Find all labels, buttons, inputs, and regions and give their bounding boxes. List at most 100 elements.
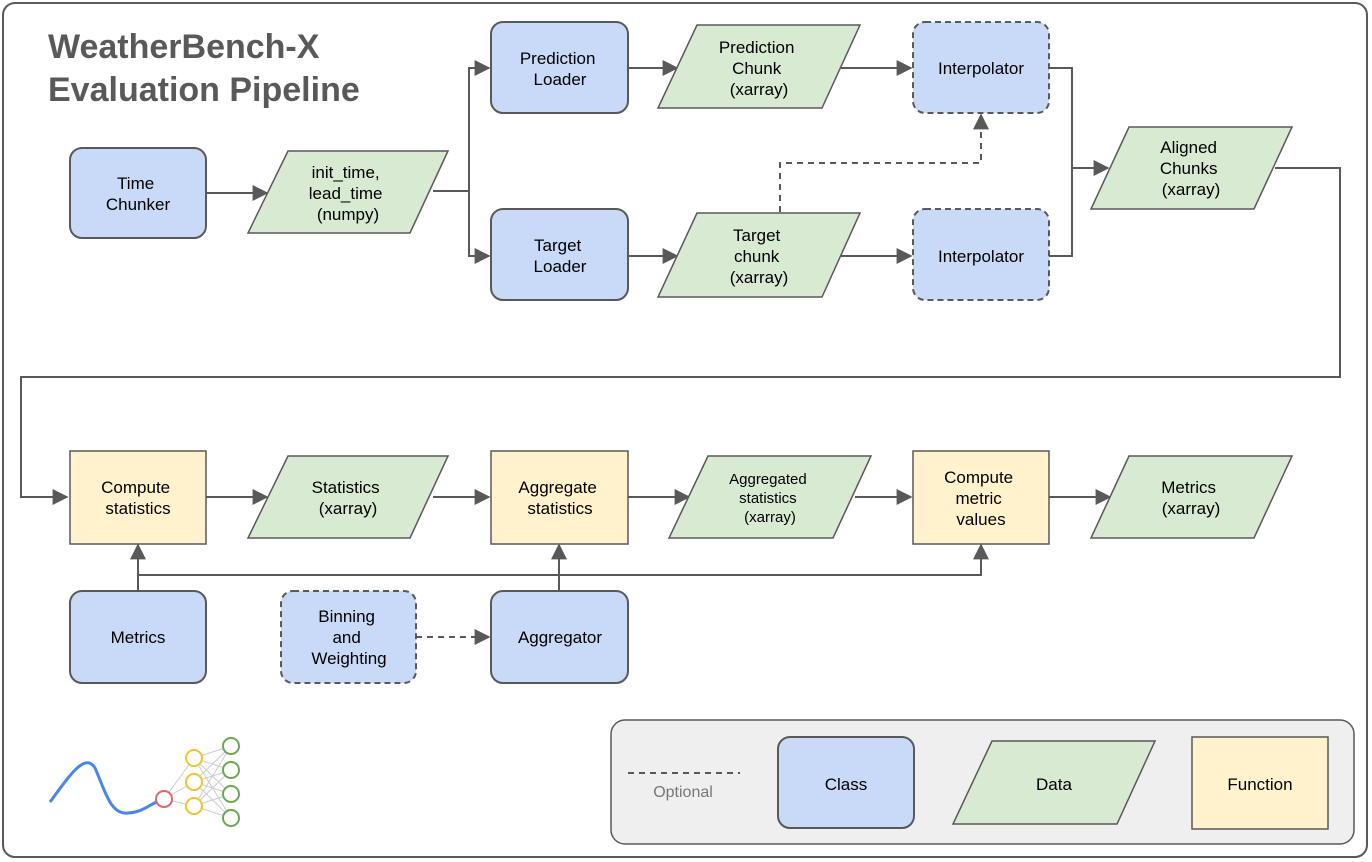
label-line: statistics [105,499,170,518]
label-line: Compute [101,478,170,497]
node-label: Target chunk (xarray) [730,226,789,287]
label-line: Statistics [312,478,380,497]
label-line: Aggregate [518,478,596,497]
function-shape [912,450,1050,545]
nn-hidden-node [185,749,203,767]
edge-init-lead-to-target-loader [468,191,491,264]
node-metrics-data: Metrics (xarray) [1089,455,1294,539]
label-line: Metrics [1161,478,1216,497]
class-shape [490,208,629,301]
label-line: (xarray) [1162,180,1221,199]
node-label: Aggregator [518,628,602,647]
node-label: Aggregate statistics [518,478,601,518]
node-interpolator-bottom: Interpolator [912,208,1050,301]
neural-network-logo [48,737,240,827]
class-shape-optional [912,21,1050,114]
diagram-title: WeatherBench-X Evaluation Pipeline [48,28,360,109]
node-target-chunk: Target chunk (xarray) [656,212,862,298]
node-label: Target Loader [534,236,587,276]
class-shape-optional [280,590,417,684]
label-line: Prediction [719,38,795,57]
node-init-lead-time: init_time, lead_time (numpy) [246,150,450,234]
node-compute-statistics: Compute statistics [69,450,207,545]
label-line: (xarray) [1162,499,1221,518]
label-line: statistics [527,499,592,518]
nn-hidden-node [185,797,203,815]
node-prediction-loader: Prediction Loader [490,21,629,114]
label-line: Chunker [106,195,171,214]
label-line: statistics [739,490,797,507]
data-shape [656,24,862,109]
node-compute-metric-values: Compute metric values [912,450,1050,545]
node-statistics: Statistics (xarray) [246,455,450,539]
legend-class-label: Class [825,775,868,794]
node-time-chunker: Time Chunker [69,147,207,239]
label-line: and [332,628,360,647]
edge-top-interpolator-to-aligned [1049,67,1110,176]
label-line: Loader [534,257,587,276]
legend-function-label: Function [1227,775,1292,794]
label-line: Loader [534,70,587,89]
edge-aligned-to-compute-statistics [20,167,1341,505]
data-shape [656,212,862,298]
label-line: Interpolator [938,59,1024,78]
label-line: Binning [318,607,375,626]
node-label: init_time, lead_time (numpy) [309,163,387,224]
edges [20,60,1341,645]
class-shape [490,21,629,114]
nn-output-node [222,737,240,755]
legend: Optional Class Data Function [610,719,1355,845]
label-line: chunk [734,247,780,266]
label-line: Compute [944,468,1013,487]
node-label: Interpolator [938,59,1024,78]
node-label: Statistics (xarray) [312,478,385,518]
node-binning-weighting: Binning and Weighting [280,590,417,684]
label-line: Chunk [732,59,782,78]
label-line: Chunks [1160,159,1218,178]
label-line: metric [955,489,1002,508]
label-line: Aligned [1160,138,1217,157]
node-label: Compute statistics [101,478,175,518]
label-line: (numpy) [317,205,379,224]
label-line: Prediction [520,49,596,68]
node-label: Metrics [111,628,166,647]
data-shape [246,455,450,539]
title-line-2: Evaluation Pipeline [48,71,360,109]
label-line: Target [733,226,781,245]
label-line: (xarray) [319,499,378,518]
label-line: values [956,510,1005,529]
nn-output-node [222,785,240,803]
node-label: Aligned Chunks (xarray) [1160,138,1222,199]
node-target-loader: Target Loader [490,208,629,301]
nn-input-node [155,790,173,808]
class-shape [69,590,207,684]
nn-hidden-node [185,773,203,791]
node-label: Aggregated statistics (xarray) [729,471,811,526]
label-line: Weighting [311,649,386,668]
data-shape [667,455,873,539]
label-line: lead_time [309,184,383,203]
label-line: init_time, [312,163,380,182]
node-aggregator: Aggregator [490,590,629,684]
legend-function-swatch [1191,736,1329,830]
node-interpolator-top: Interpolator [912,21,1050,114]
label-line: (xarray) [730,80,789,99]
edge-init-lead-to-loaders [433,60,491,192]
legend-optional-label: Optional [653,784,713,801]
data-shape [246,150,450,234]
edge-target-chunk-to-top-interpolator [779,113,989,212]
label-line: Metrics [111,628,166,647]
node-label: Time Chunker [106,174,171,214]
wave-curve [48,761,165,815]
label-line: (xarray) [744,509,796,526]
node-label: Binning and Weighting [311,607,386,668]
node-aligned-chunks: Aligned Chunks (xarray) [1089,126,1294,210]
legend-class-swatch [777,736,915,829]
label-line: Time [117,174,154,193]
legend-data-label: Data [1036,775,1072,794]
class-shape [490,590,629,684]
title-line-1: WeatherBench-X [48,28,320,66]
nn-output-node [222,809,240,827]
node-label: Interpolator [938,247,1024,266]
